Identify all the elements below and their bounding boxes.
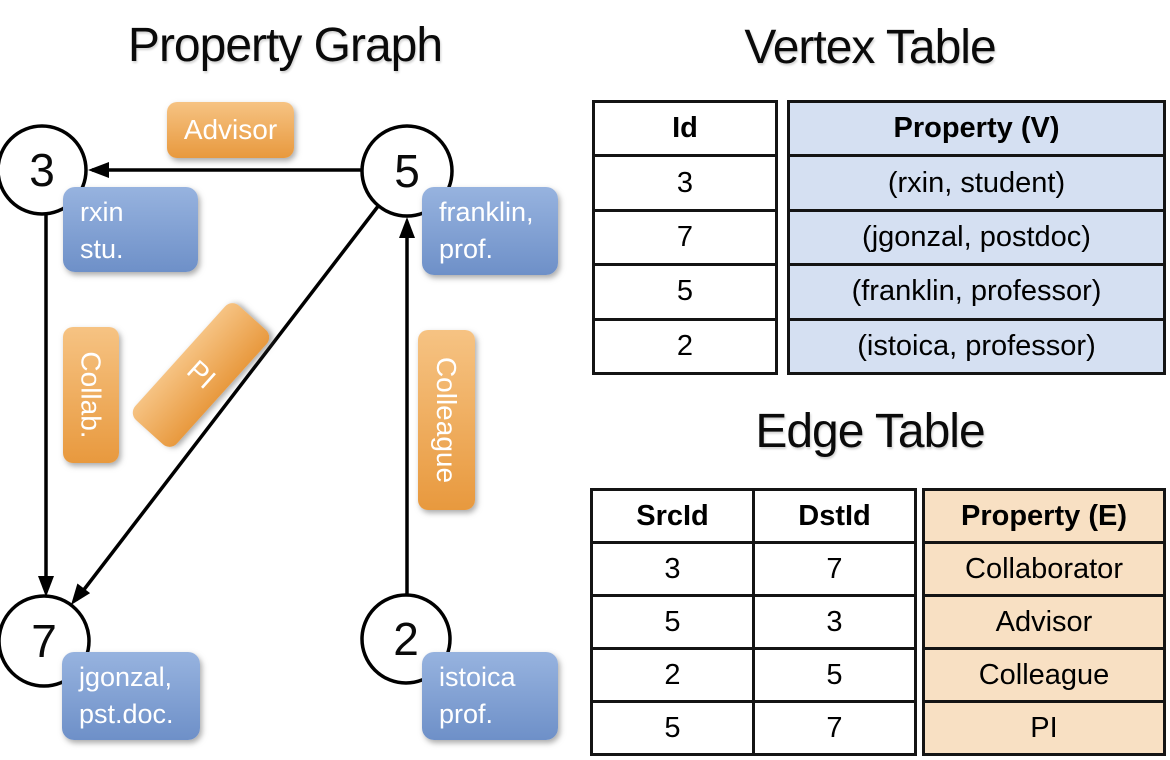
vertex-label-franklin-line1: franklin, bbox=[439, 197, 534, 227]
edge-label-collab-text: Collab. bbox=[76, 351, 108, 439]
arrowhead-to-3 bbox=[88, 162, 109, 178]
edge-table-dstid-cell: 7 bbox=[826, 711, 843, 744]
edge-table-srcid-cell: 3 bbox=[593, 544, 752, 597]
vertex-label-jgonzal-line2: pst.doc. bbox=[79, 699, 174, 729]
edge-line-5-7 bbox=[74, 203, 381, 602]
vertex-table-property-column: Property (V) (rxin, student) (jgonzal, p… bbox=[787, 100, 1166, 375]
vertex-table-id-cell: 2 bbox=[676, 329, 694, 362]
edge-table-id-columns: SrcId 3 5 2 5 DstId 7 3 5 7 bbox=[590, 488, 917, 756]
edge-label-collab: Collab. bbox=[63, 327, 119, 463]
node-id-7: 7 bbox=[31, 615, 57, 667]
edge-label-advisor-text: Advisor bbox=[183, 114, 278, 145]
arrowhead-to-7-diagonal bbox=[71, 583, 91, 605]
vertex-table-id-header: Id bbox=[595, 103, 775, 158]
graph-edges-svg bbox=[0, 124, 454, 688]
edge-table-dstid-column: DstId 7 3 5 7 bbox=[752, 491, 914, 753]
vertex-table-property-header: Property (V) bbox=[790, 103, 1163, 158]
vertex-table-property-cell: (franklin, professor) bbox=[790, 266, 1163, 321]
vertex-label-istoica: istoica prof. bbox=[422, 652, 558, 740]
node-id-3: 3 bbox=[29, 144, 55, 196]
node-id-5: 5 bbox=[394, 145, 420, 197]
vertex-label-franklin: franklin, prof. bbox=[422, 187, 558, 275]
vertex-label-rxin-line1: rxin bbox=[80, 197, 124, 227]
edge-label-colleague-text: Colleague bbox=[431, 356, 463, 484]
edge-table-dstid-cell: 5 bbox=[755, 650, 914, 703]
edge-label-colleague: Colleague bbox=[418, 330, 475, 510]
vertex-table-id-cell: 3 bbox=[595, 157, 775, 212]
vertex-table-id-column: Id 3 7 5 2 bbox=[592, 100, 778, 375]
edge-table-srcid-header: SrcId bbox=[593, 491, 752, 544]
vertex-table-title: Vertex Table bbox=[744, 21, 996, 74]
edge-table-property-cell: PI bbox=[925, 703, 1163, 753]
vertex-table-id-cell: 5 bbox=[595, 266, 775, 321]
edge-table-property-cell: Collaborator bbox=[925, 544, 1163, 597]
vertex-table-property-cell: (istoica, professor) bbox=[790, 320, 1163, 373]
edge-label-pi-text: PI bbox=[181, 354, 222, 396]
vertex-label-jgonzal: jgonzal, pst.doc. bbox=[62, 652, 200, 740]
vertex-table-id-cell: 7 bbox=[595, 212, 775, 267]
vertex-table-property-cell: (rxin, student) bbox=[790, 157, 1163, 212]
vertex-label-istoica-line2: prof. bbox=[439, 699, 494, 729]
edge-table-srcid-column: SrcId 3 5 2 5 bbox=[593, 491, 752, 753]
arrowhead-to-7-vertical bbox=[38, 576, 54, 597]
edge-label-advisor: Advisor bbox=[167, 102, 294, 158]
edge-table-srcid-cell: 2 bbox=[593, 650, 752, 703]
vertex-label-franklin-line2: prof. bbox=[439, 234, 494, 264]
vertex-label-rxin: rxin stu. bbox=[63, 187, 198, 272]
property-graph-title: Property Graph bbox=[127, 19, 443, 72]
edge-table-property-cell: Colleague bbox=[925, 650, 1163, 703]
vertex-label-rxin-line2: stu. bbox=[80, 234, 124, 264]
edge-table-property-header: Property (E) bbox=[925, 491, 1163, 544]
node-id-2: 2 bbox=[393, 613, 419, 665]
edge-table-dstid-cell: 7 bbox=[755, 544, 914, 597]
arrowhead-to-5 bbox=[399, 217, 415, 238]
edge-table-property-column: Property (E) Collaborator Advisor Collea… bbox=[922, 488, 1166, 756]
edge-table-property-cell: Advisor bbox=[925, 597, 1163, 650]
vertex-table-property-cell: (jgonzal, postdoc) bbox=[790, 211, 1163, 267]
vertex-label-jgonzal-line1: jgonzal, bbox=[79, 662, 173, 692]
vertex-label-istoica-line1: istoica bbox=[439, 662, 516, 692]
edge-table-title: Edge Table bbox=[755, 405, 985, 458]
edge-table-dstid-header: DstId bbox=[755, 491, 914, 544]
edge-table-srcid-cell: 5 bbox=[593, 597, 752, 650]
edge-table-srcid-cell: 5 bbox=[664, 711, 681, 744]
edge-table-dstid-cell: 3 bbox=[755, 597, 914, 650]
